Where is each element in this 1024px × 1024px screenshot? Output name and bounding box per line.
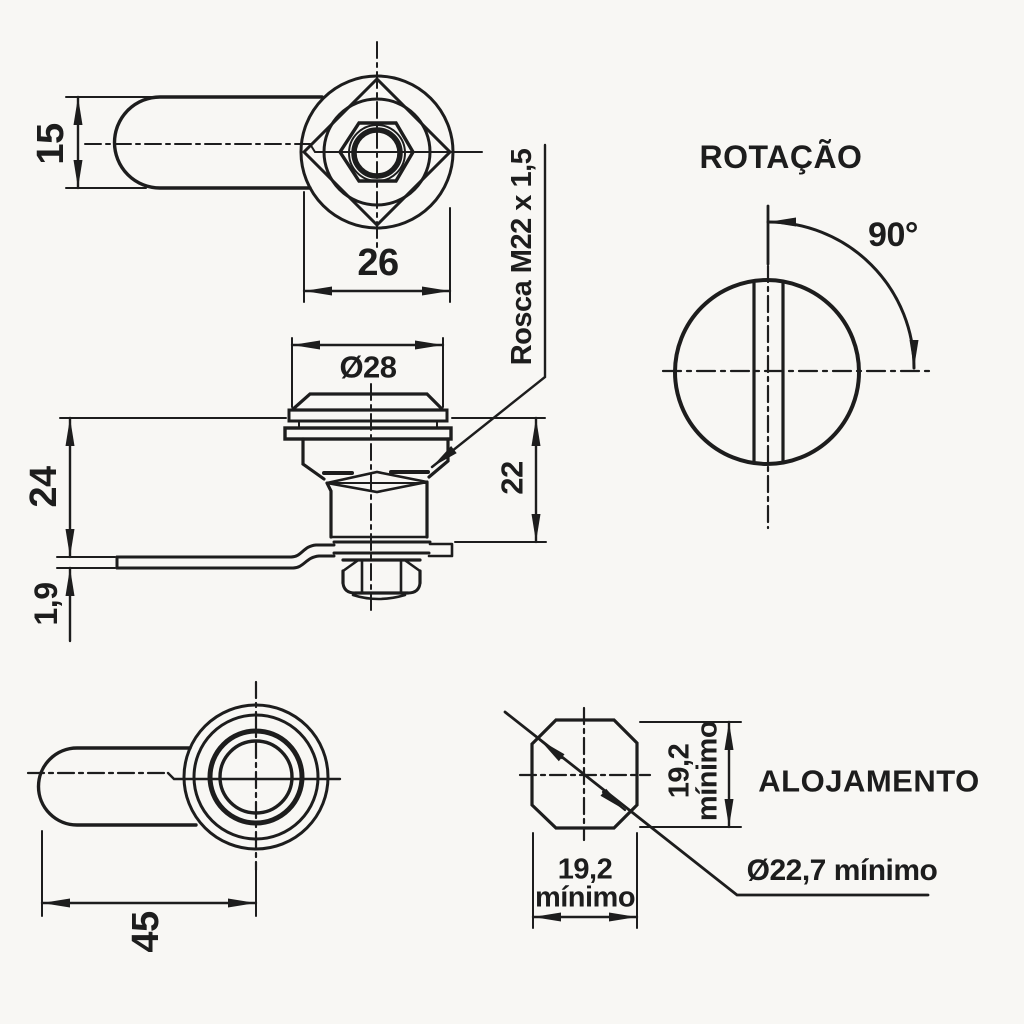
- dim-housing-width-value: 19,2: [557, 853, 613, 886]
- top-view-linework: [26, 680, 342, 917]
- dim-housing-height-value: 19,2: [663, 743, 696, 799]
- side-view-linework: [65, 41, 483, 303]
- dim-handle-length-label: 45: [124, 911, 167, 953]
- dim-housing-width-qualifier: mínimo: [534, 881, 636, 913]
- front-view-linework: [56, 143, 547, 643]
- dim-cam-thickness-label: 1,9: [27, 582, 64, 626]
- dim-housing-width-label: 19,2 mínimo: [534, 853, 636, 913]
- rotation-view-title: ROTAÇÃO: [699, 138, 863, 175]
- dim-housing-diagonal-label: Ø22,7 mínimo: [746, 853, 938, 887]
- rotation-angle-label: 90°: [868, 215, 918, 254]
- dim-housing-height-qualifier: mínimo: [691, 720, 723, 822]
- housing-view-linework: [503, 706, 930, 929]
- thread-spec-label: Rosca M22 x 1,5: [506, 148, 539, 366]
- dim-head-diameter-label: Ø28: [339, 349, 397, 385]
- dim-across-flats-label: 26: [357, 241, 399, 284]
- rotation-view-linework: [661, 204, 932, 530]
- dim-grip-length-label: 22: [494, 461, 530, 495]
- dim-housing-height-label: 19,2 mínimo: [663, 720, 723, 822]
- dim-body-length-label: 24: [22, 466, 65, 508]
- dim-handle-height-label: 15: [29, 123, 72, 165]
- housing-view-title: ALOJAMENTO: [758, 763, 980, 799]
